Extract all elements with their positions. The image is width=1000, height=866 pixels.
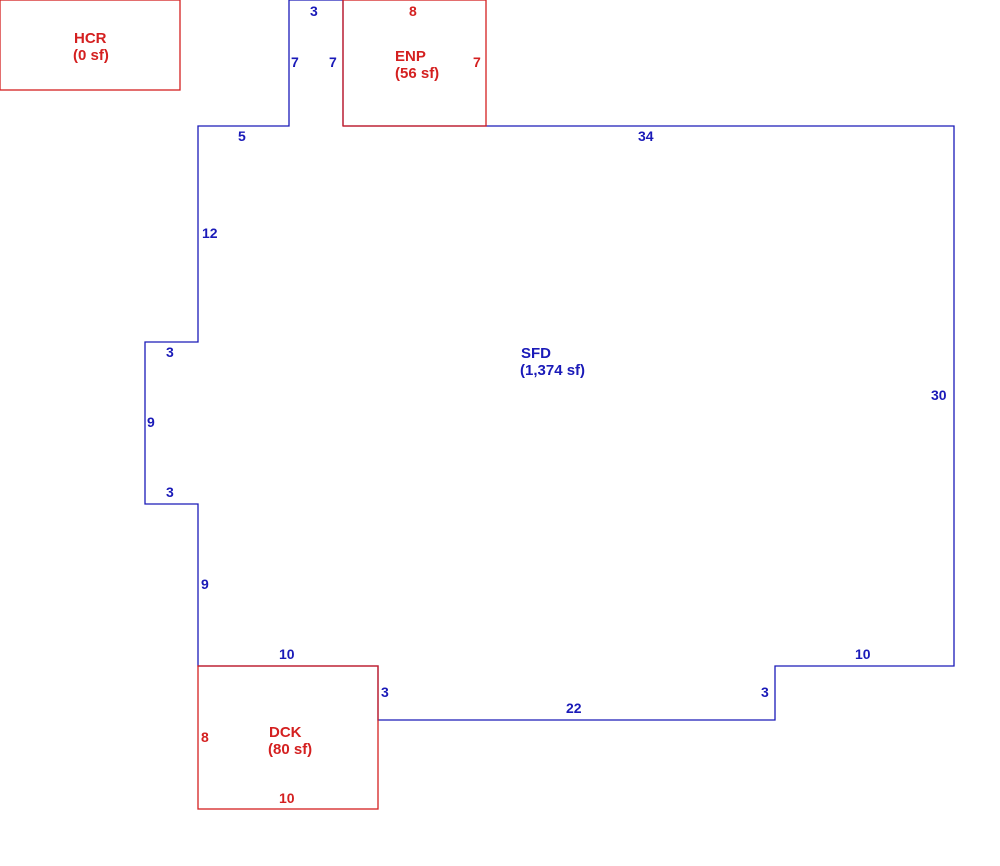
dim-left-lower: 9	[201, 576, 209, 592]
dim-bottom-middle: 22	[566, 700, 582, 716]
dim-dck-left: 8	[201, 729, 209, 745]
dim-top-left-stub: 5	[238, 128, 246, 144]
sfd-area-label: (1,374 sf)	[520, 362, 585, 379]
dim-left-upper: 12	[202, 225, 218, 241]
dim-enp-right: 7	[473, 54, 481, 70]
dim-bump-top: 3	[166, 344, 174, 360]
enp-area-label: (56 sf)	[395, 65, 439, 82]
dim-top-right: 34	[638, 128, 654, 144]
hcr-area-label: (0 sf)	[73, 47, 109, 64]
dim-bottom-right: 10	[855, 646, 871, 662]
dim-bump-bottom: 3	[166, 484, 174, 500]
dim-notch-left: 7	[291, 54, 299, 70]
sfd-outline	[144, 0, 955, 721]
dck-area-label: (80 sf)	[268, 741, 312, 758]
enp-outline	[342, 0, 487, 127]
dim-dck-bottom: 10	[279, 790, 295, 806]
dim-step-left: 3	[381, 684, 389, 700]
dim-step-right: 3	[761, 684, 769, 700]
hcr-name-label: HCR	[74, 30, 107, 47]
hcr-outline	[0, 0, 181, 91]
dck-name-label: DCK	[269, 724, 302, 741]
dim-bottom-left: 10	[279, 646, 295, 662]
dim-notch-right: 7	[329, 54, 337, 70]
sfd-name-label: SFD	[521, 345, 551, 362]
dim-top-notch: 3	[310, 3, 318, 19]
dim-right-side: 30	[931, 387, 947, 403]
dck-outline	[197, 665, 379, 810]
dim-bump-side: 9	[147, 414, 155, 430]
enp-name-label: ENP	[395, 48, 426, 65]
dim-enp-top: 8	[409, 3, 417, 19]
